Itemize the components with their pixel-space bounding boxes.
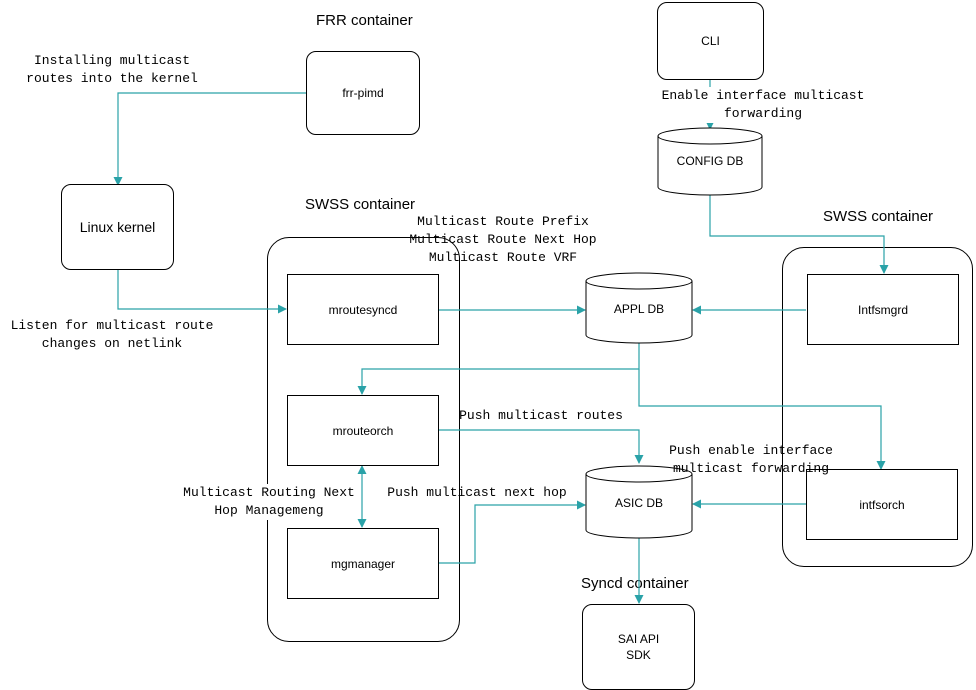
appl-db-cylinder bbox=[585, 272, 693, 344]
swss-container-left-title: SWSS container bbox=[305, 196, 416, 213]
edge-kernel-to-mroutesyncd bbox=[117, 270, 287, 314]
push-routes-label: Push multicast routes bbox=[459, 408, 623, 423]
push-enable-label: Push enable interface multicast forwardi… bbox=[669, 443, 833, 476]
route-fields-label: Multicast Route Prefix Multicast Route N… bbox=[409, 214, 597, 265]
sai-api-node: SAI API SDK bbox=[582, 604, 695, 690]
asic-db-cylinder bbox=[585, 465, 693, 539]
push-nexthop-label: Push multicast next hop bbox=[387, 485, 567, 500]
cli-node: CLI bbox=[657, 2, 764, 80]
sai-api-label: SAI API SDK bbox=[617, 632, 660, 662]
frr-pimd-node: frr-pimd bbox=[306, 51, 420, 135]
installing-label: Installing multicast routes into the ker… bbox=[26, 53, 198, 86]
swss-container-left bbox=[267, 237, 460, 642]
appl-db-label: APPL DB bbox=[613, 302, 665, 316]
swss-container-right bbox=[782, 247, 973, 567]
asic-db-label: ASIC DB bbox=[614, 496, 663, 510]
edge-mrouteorch-to-asicdb bbox=[439, 429, 644, 464]
edge-appldb-to-mrouteorch bbox=[357, 342, 640, 395]
linux-kernel-label: Linux kernel bbox=[79, 219, 156, 235]
frr-container-title: FRR container bbox=[316, 12, 413, 29]
listen-label: Listen for multicast route changes on ne… bbox=[10, 318, 214, 351]
edge-configdb-to-intfsmgrd bbox=[709, 195, 889, 274]
mrouteorch-node: mrouteorch bbox=[287, 395, 439, 466]
syncd-container-title: Syncd container bbox=[581, 575, 689, 592]
linux-kernel-node: Linux kernel bbox=[61, 184, 174, 270]
edge-mgmanager-to-asicdb bbox=[439, 500, 586, 564]
edge-pimd-to-kernel bbox=[113, 92, 306, 186]
mroutesyncd-node: mroutesyncd bbox=[287, 274, 439, 345]
nh-mgmt-label: Multicast Routing Next Hop Managemeng bbox=[183, 484, 355, 520]
intfsmgrd-node: Intfsmgrd bbox=[807, 274, 959, 345]
swss-container-right-title: SWSS container bbox=[823, 208, 934, 225]
mgmanager-node: mgmanager bbox=[287, 528, 439, 599]
edge-appldb-to-intfsorch bbox=[638, 369, 886, 470]
config-db-label: CONFIG DB bbox=[676, 154, 744, 168]
intfsorch-node: intfsorch bbox=[806, 469, 958, 540]
config-db-cylinder bbox=[657, 127, 763, 196]
enable-interface-label: Enable interface multicast forwarding bbox=[661, 87, 865, 123]
